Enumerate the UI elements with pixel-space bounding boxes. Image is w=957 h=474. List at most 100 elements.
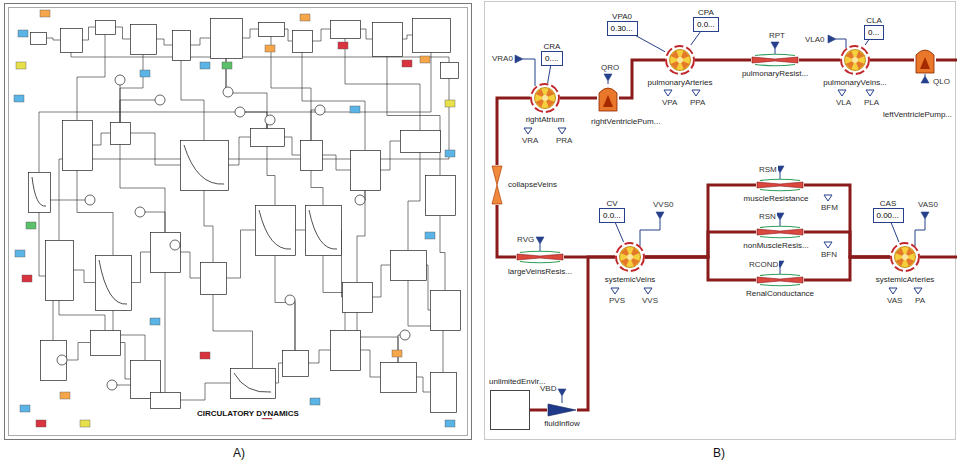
signal-line <box>615 223 623 243</box>
vessel-wedge <box>670 57 682 69</box>
function-block <box>331 21 361 39</box>
input-triangle <box>604 74 612 81</box>
signal-wire <box>440 215 445 290</box>
signal-wire <box>780 268 781 274</box>
variable-tag <box>425 232 435 239</box>
parameter-name: VPA0 <box>611 12 633 21</box>
output-triangle <box>824 242 832 248</box>
vessel-wall <box>531 84 559 112</box>
compliance-vessel: pulmonaryVeins... <box>840 45 870 75</box>
output-triangle <box>664 90 672 96</box>
compliance-vessel: systemicArteries <box>890 242 920 272</box>
signal-wire <box>73 270 95 283</box>
parameter-box: CAS0.00... <box>873 208 904 223</box>
panel-letter: B) <box>712 447 726 461</box>
function-curve <box>32 177 46 206</box>
parameter-name: CPA <box>697 8 715 17</box>
signal-wire <box>308 350 330 363</box>
output-triangle <box>914 288 922 294</box>
parameter-value: 0... <box>865 26 883 39</box>
inflow-pump-outline <box>547 403 577 417</box>
signal-line <box>636 36 665 52</box>
parameter-name: CV <box>605 199 618 208</box>
component-name: collapseVeins <box>507 180 558 189</box>
signal-line <box>548 66 551 84</box>
vessel-wedge <box>902 254 914 266</box>
signal-wire <box>59 78 449 240</box>
connector-name: VAS <box>886 296 903 305</box>
variable-tag <box>26 222 36 229</box>
signal-wire <box>120 343 130 380</box>
signal-wire <box>387 56 440 175</box>
function-block <box>151 233 181 273</box>
function-curve <box>184 145 224 184</box>
function-block <box>381 363 417 393</box>
parameter-value: 0.00... <box>874 209 903 222</box>
signal-wire <box>190 38 210 45</box>
vessel-wedge <box>535 88 547 100</box>
function-block <box>151 393 181 409</box>
function-block <box>131 25 157 55</box>
pump-icon-outline <box>597 84 619 112</box>
variable-tag <box>150 318 160 325</box>
variable-tag <box>20 405 30 412</box>
signal-wire <box>66 343 90 361</box>
pump-body <box>599 88 617 111</box>
parameter-value: 0.0... <box>600 209 624 222</box>
pump-icon-outline <box>914 46 936 74</box>
vessel-wedge <box>902 247 914 259</box>
variable-tag <box>15 250 25 257</box>
vessel-wedge <box>627 247 639 259</box>
vessel-wedge <box>542 88 554 100</box>
resistor-symbol: RenalConductance <box>756 274 804 286</box>
fluid-pipe <box>804 232 890 257</box>
resistor-symbol: muscleResistance <box>756 179 804 191</box>
signal-wire <box>92 133 110 145</box>
signal-wire <box>780 173 781 179</box>
function-block <box>293 31 313 53</box>
function-block <box>91 331 121 356</box>
parameter-value: 0.... <box>542 52 562 65</box>
environment-outline <box>491 391 530 430</box>
connector-name: RVG <box>516 235 535 244</box>
panel-frame <box>9 8 468 436</box>
resistor-arcs <box>520 251 560 263</box>
vessel-wedge <box>677 57 689 69</box>
output-triangle <box>824 195 832 201</box>
function-block <box>29 173 51 213</box>
function-block <box>256 206 296 256</box>
vessel-core <box>902 254 908 260</box>
function-block <box>391 251 427 281</box>
signal-wires <box>523 39 925 403</box>
signal-wire <box>380 141 400 170</box>
connector-name: VAS0 <box>917 200 939 209</box>
variable-tag <box>36 420 46 427</box>
panel-frame <box>5 4 472 440</box>
connector-name: VPA <box>661 98 678 107</box>
function-block <box>201 263 227 295</box>
summing-junction <box>115 75 125 85</box>
connector-name: VLA0 <box>804 35 826 44</box>
variable-tag <box>140 70 150 77</box>
signal-wire <box>775 49 776 54</box>
compliance-vessel: pulmonaryArteries <box>665 45 695 75</box>
resistor-symbol-outline <box>751 54 799 66</box>
connector-name: RCOND <box>748 260 779 269</box>
signal-wire <box>120 144 165 232</box>
variable-tag <box>300 14 310 21</box>
pump-arrow <box>603 95 613 107</box>
connector-name: PLA <box>863 98 880 107</box>
signal-wire <box>836 39 846 48</box>
resistor-body <box>757 229 803 235</box>
component-name: RenalConductance <box>745 289 815 298</box>
function-block <box>251 129 285 147</box>
output-triangle <box>838 90 846 96</box>
signal-wire <box>165 272 166 392</box>
fluid-pipe <box>497 205 516 257</box>
vessel-wedge <box>895 247 907 259</box>
function-block <box>441 63 459 79</box>
input-triangle <box>921 212 929 219</box>
function-block <box>401 131 441 153</box>
vessel-core <box>542 95 548 101</box>
fluid-pipe <box>870 59 914 62</box>
